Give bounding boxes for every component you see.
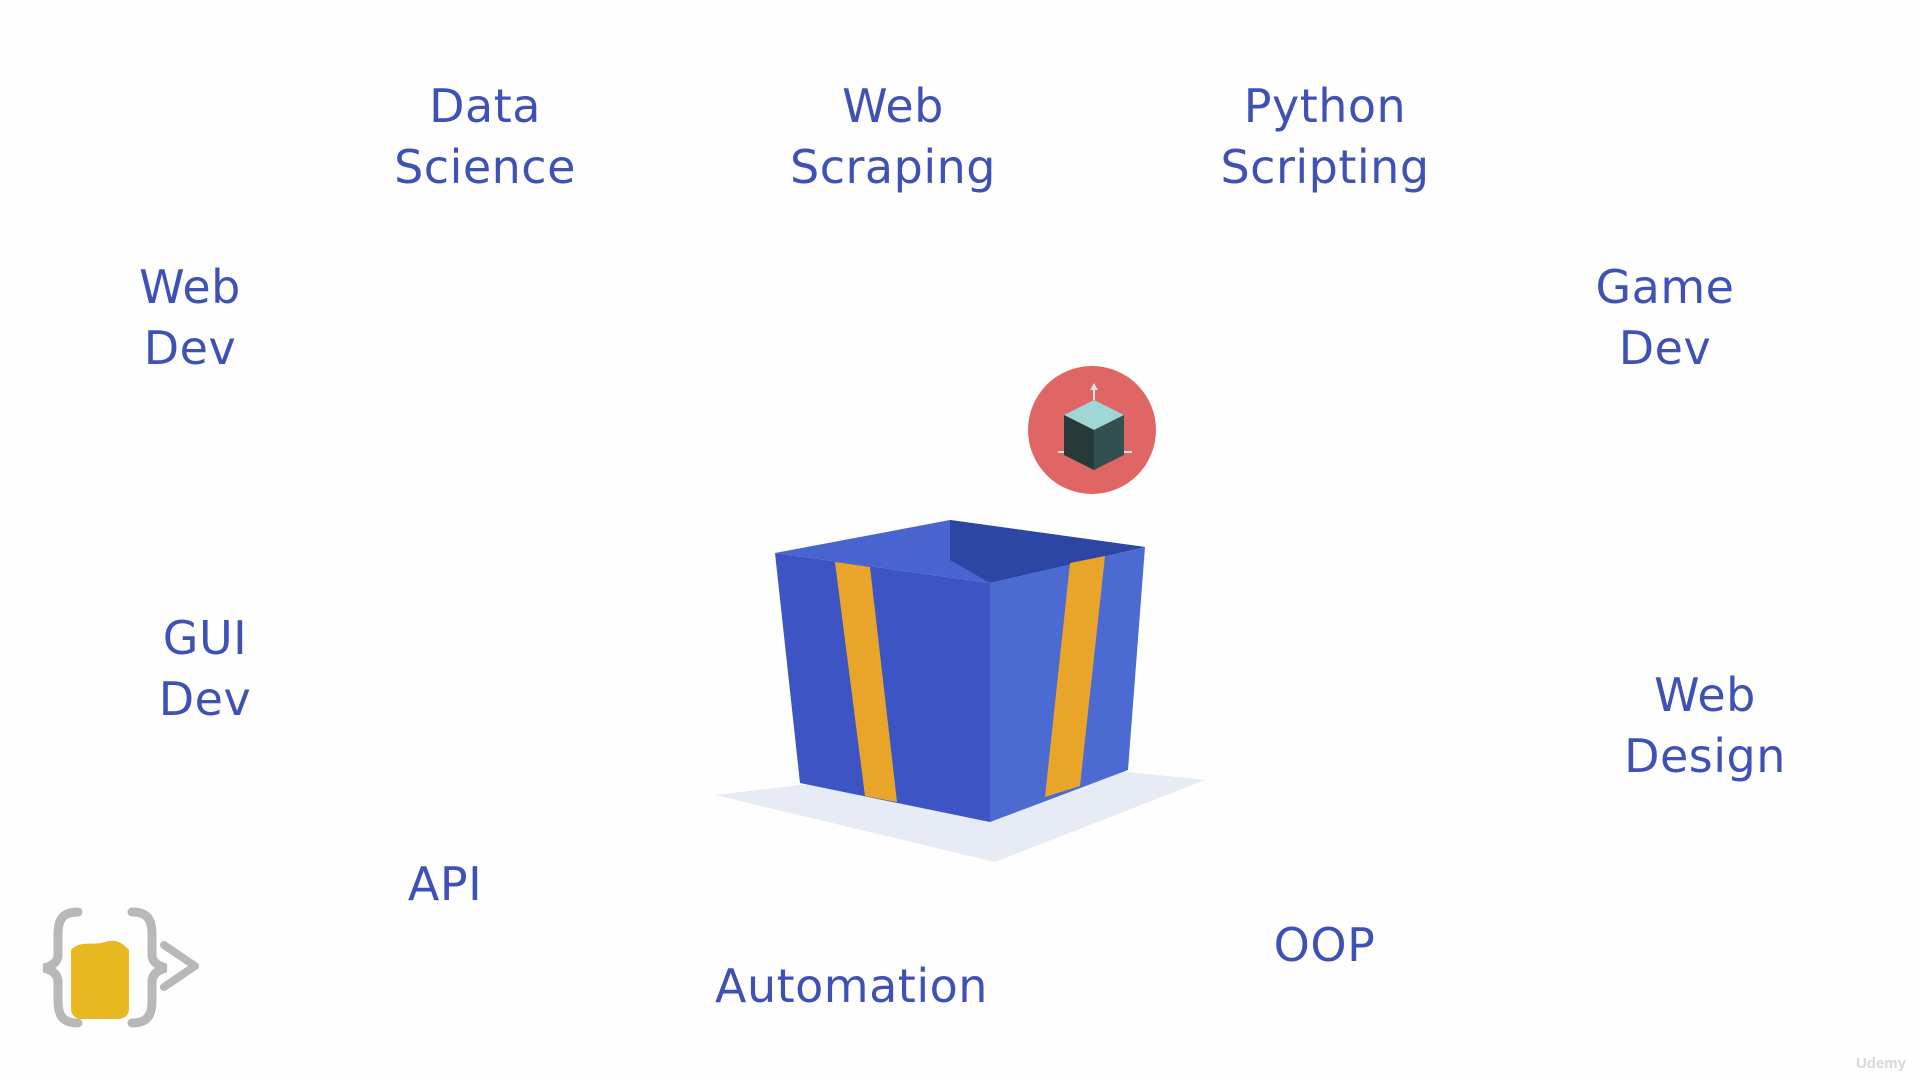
udemy-watermark: Udemy (1855, 1055, 1906, 1072)
topic-line: Science (394, 140, 576, 194)
topic-line: Web (1654, 668, 1756, 722)
topic-automation: Automation (715, 956, 988, 1017)
topic-web-dev: Web Dev (120, 257, 260, 379)
topic-line: API (407, 857, 483, 911)
topic-line: Design (1624, 729, 1786, 783)
topic-line: Data (429, 79, 541, 133)
topic-line: Scraping (790, 140, 996, 194)
topic-line: GUI (162, 611, 248, 665)
topic-python-scripting: Python Scripting (1220, 76, 1430, 198)
topic-line: Dev (158, 672, 252, 726)
topic-gui-dev: GUI Dev (135, 608, 275, 730)
topic-line: Web (842, 79, 944, 133)
topic-line: Python (1243, 79, 1407, 133)
open-gift-box-icon (715, 520, 1205, 862)
topic-data-science: Data Science (385, 76, 585, 198)
curly-braces-cup-logo (42, 907, 199, 1028)
topic-web-design: Web Design (1615, 665, 1795, 787)
3d-cube-icon (1028, 366, 1156, 494)
topic-web-scraping: Web Scraping (788, 76, 998, 198)
topic-line: Web (139, 260, 241, 314)
topic-api: API (395, 854, 495, 915)
topic-game-dev: Game Dev (1590, 257, 1740, 379)
topic-line: Automation (715, 959, 988, 1013)
topic-oop: OOP (1262, 915, 1387, 976)
topic-line: Dev (1618, 321, 1712, 375)
topic-line: OOP (1273, 918, 1376, 972)
topic-line: Game (1595, 260, 1735, 314)
topic-line: Dev (143, 321, 237, 375)
topic-line: Scripting (1220, 140, 1430, 194)
